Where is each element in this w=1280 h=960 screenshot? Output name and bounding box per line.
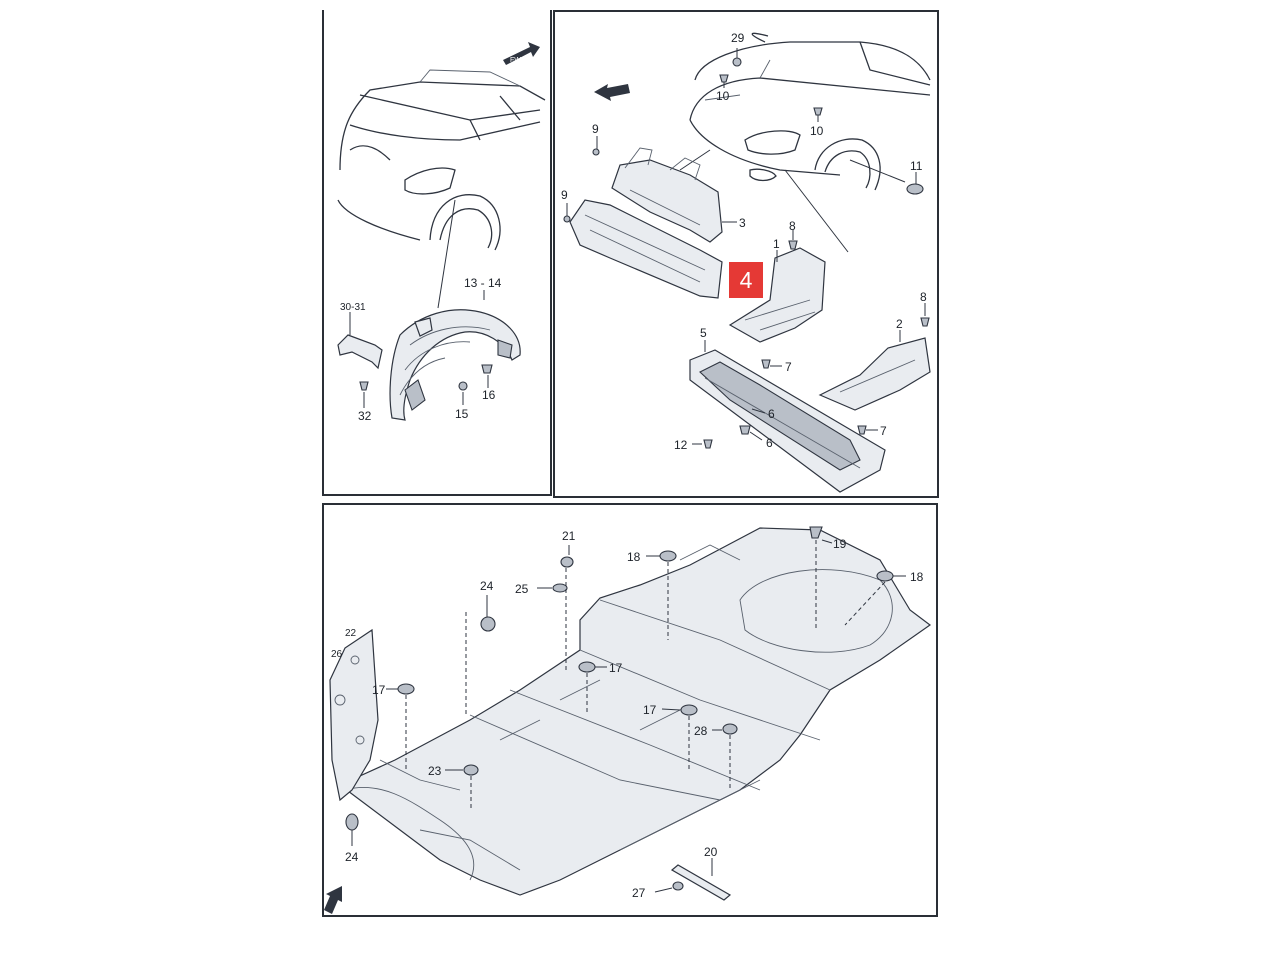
- callout-17: 17: [643, 703, 657, 717]
- bumper-bracket-upper: [611, 147, 723, 243]
- callout-24: 24: [345, 850, 359, 864]
- panel-wheel-liner: [322, 10, 552, 496]
- wheel-liner-bracket: [337, 334, 383, 370]
- callout-29: 29: [731, 31, 745, 45]
- callout-22: 22: [345, 628, 357, 639]
- callout-9: 9: [561, 188, 568, 202]
- floor-undercover-part-5: [689, 349, 886, 493]
- callout-6: 6: [768, 407, 775, 421]
- callout-12: 12: [674, 438, 688, 452]
- callout-16: 16: [482, 388, 496, 402]
- callout-6: 6: [766, 436, 773, 450]
- callout-8: 8: [789, 219, 796, 233]
- callout-20: 20: [704, 845, 718, 859]
- callout-3: 3: [739, 216, 746, 230]
- callout-18: 18: [627, 550, 641, 564]
- fwd-arrow-icon: FWD: [503, 42, 540, 65]
- fwd-arrow-icon: [594, 84, 630, 101]
- callout-21: 21: [562, 529, 576, 543]
- callout-19: 19: [833, 537, 847, 551]
- callout-26: 26: [331, 649, 343, 660]
- callout-24: 24: [480, 579, 494, 593]
- fwd-arrow-icon: [324, 886, 342, 914]
- callout-1: 1: [773, 237, 780, 251]
- floor-pan-body: [338, 527, 932, 896]
- grommet-icon: [345, 526, 894, 891]
- callout-10: 10: [716, 89, 730, 103]
- car-front-quarter-view: [337, 69, 546, 251]
- floor-side-bracket: [329, 628, 379, 802]
- fwd-label: FWD: [510, 57, 526, 64]
- car-front-view: [689, 32, 931, 191]
- callout-25: 25: [515, 582, 529, 596]
- callout-13-14: 13 - 14: [464, 276, 502, 290]
- bumper-bracket-lower: [569, 199, 723, 299]
- callout-17: 17: [372, 683, 386, 697]
- callout-7: 7: [785, 360, 792, 374]
- callout-27: 27: [632, 886, 646, 900]
- engine-undercover-part-1: [728, 247, 826, 343]
- callout-18: 18: [910, 570, 924, 584]
- callout-30-31: 30-31: [340, 302, 366, 313]
- engine-undercover-part-2: [818, 337, 931, 411]
- wheel-liner-part: [389, 309, 521, 421]
- callout-2: 2: [896, 317, 903, 331]
- floor-strip-part-20: [670, 864, 732, 901]
- callout-10: 10: [810, 124, 824, 138]
- callout-15: 15: [455, 407, 469, 421]
- callout-9: 9: [592, 122, 599, 136]
- callout-28: 28: [694, 724, 708, 738]
- callout-17: 17: [609, 661, 623, 675]
- leader-line: [437, 199, 456, 309]
- callout-23: 23: [428, 764, 442, 778]
- callout-5: 5: [700, 326, 707, 340]
- highlighted-part-number-badge: 4: [729, 262, 763, 298]
- callout-8: 8: [920, 290, 927, 304]
- callout-32: 32: [358, 409, 372, 423]
- callout-7: 7: [880, 424, 887, 438]
- callout-11: 11: [910, 159, 923, 173]
- fastener-icon: [359, 364, 493, 391]
